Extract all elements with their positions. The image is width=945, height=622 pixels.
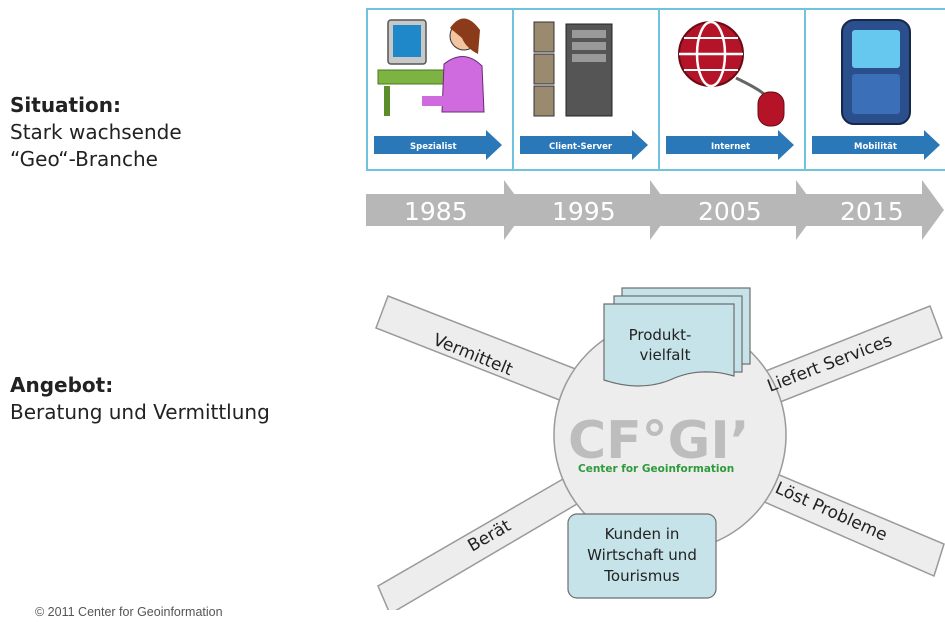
year-arrows	[366, 180, 944, 240]
era-arrow-4	[812, 130, 940, 160]
copyright-footer: © 2011 Center for Geoinformation	[35, 605, 223, 619]
server-icon	[533, 21, 613, 117]
angebot-heading: Angebot:	[10, 373, 114, 397]
year-arrow-4	[806, 180, 944, 240]
computer-user-icon	[377, 18, 485, 116]
situation-block: Situation: Stark wachsende “Geo“-Branche	[10, 92, 182, 173]
customer-line-3: Tourismus	[603, 567, 680, 585]
year-2015: 2015	[840, 197, 904, 226]
customer-line-2: Wirtschaft und	[587, 546, 697, 564]
hub-diagram: Produkt- vielfalt CF°GI’ Center for Geoi…	[375, 287, 945, 610]
year-arrow-1	[366, 180, 526, 240]
year-2005: 2005	[698, 197, 762, 226]
year-1995: 1995	[552, 197, 616, 226]
mobile-phone-icon	[841, 19, 911, 125]
era-label-1: Spezialist	[410, 142, 457, 152]
era-arrow-1	[374, 130, 502, 160]
customer-box	[567, 513, 717, 599]
era-arrows	[374, 130, 940, 160]
year-arrow-2	[514, 180, 672, 240]
era-label-2: Client-Server	[549, 142, 613, 152]
year-arrow-3	[660, 180, 818, 240]
era-arrow-2	[520, 130, 648, 160]
year-1985: 1985	[404, 197, 468, 226]
product-label-2: vielfalt	[640, 346, 691, 364]
era-label-4: Mobilität	[854, 142, 897, 152]
cfgi-subtitle: Center for Geoinformation	[578, 463, 734, 475]
era-label-3: Internet	[711, 142, 750, 152]
situation-line2: “Geo“-Branche	[10, 147, 158, 171]
situation-heading: Situation:	[10, 93, 121, 117]
globe-mouse-icon	[678, 20, 785, 127]
customer-line-1: Kunden in	[605, 525, 680, 543]
angebot-block: Angebot: Beratung und Vermittlung	[10, 372, 270, 426]
era-arrow-3	[666, 130, 794, 160]
angebot-line1: Beratung und Vermittlung	[10, 400, 270, 424]
cfgi-logo: CF°GI’	[568, 411, 749, 471]
timeline-diagram: Spezialist Client-Server Internet Mobili…	[366, 8, 945, 240]
product-label-1: Produkt-	[629, 326, 692, 344]
situation-line1: Stark wachsende	[10, 120, 182, 144]
product-stack	[603, 287, 751, 387]
